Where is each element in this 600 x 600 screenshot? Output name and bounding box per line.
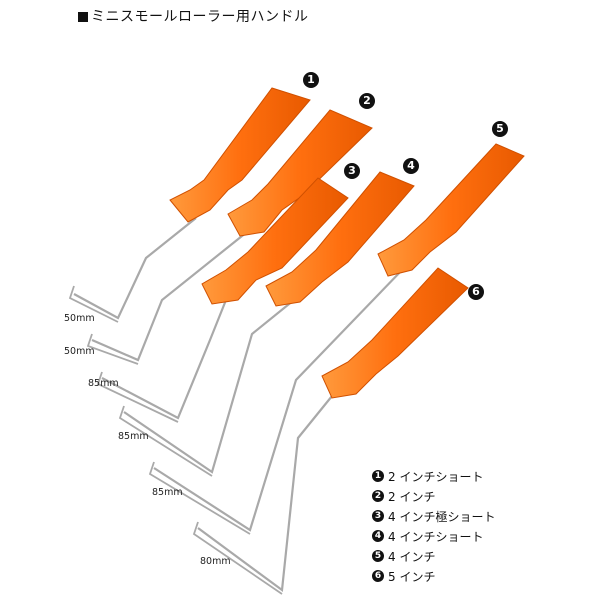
legend-number: 5 (372, 550, 384, 562)
legend-label: 5 インチ (388, 569, 436, 584)
legend-number: 3 (372, 510, 384, 522)
legend-number: 4 (372, 530, 384, 542)
legend-label: 4 インチショート (388, 529, 484, 544)
legend: 1 2 インチショート 2 2 インチ 3 4 インチ極ショート 4 4 インチ… (372, 466, 495, 586)
wire-3 (101, 299, 228, 420)
wire-5 (153, 267, 405, 532)
dimension-4: 85mm (118, 431, 149, 442)
dimension-5: 85mm (152, 487, 183, 498)
dimension-6: 80mm (200, 556, 231, 567)
grip-1 (169, 87, 311, 223)
grip-5 (377, 143, 525, 277)
legend-label: 4 インチ極ショート (388, 509, 496, 524)
legend-label: 2 インチ (388, 489, 436, 504)
title-square-icon (78, 12, 88, 22)
label-4: 4 (403, 158, 419, 174)
grip-4 (265, 171, 415, 307)
dimension-2: 50mm (64, 346, 95, 357)
legend-item: 3 4 インチ極ショート (372, 506, 495, 526)
title-text: ミニスモールローラー用ハンドル (91, 9, 309, 25)
handle-2 (86, 109, 373, 365)
figure-title: ミニスモールローラー用ハンドル (78, 6, 309, 26)
grip-3 (201, 177, 349, 305)
legend-item: 1 2 インチショート (372, 466, 495, 486)
wire-1 (73, 217, 197, 320)
legend-number: 6 (372, 570, 384, 582)
grip-2 (227, 109, 373, 237)
legend-item: 5 4 インチ (372, 546, 495, 566)
label-3: 3 (344, 163, 360, 179)
grip-6 (321, 267, 469, 399)
wire-4 (123, 299, 295, 474)
label-5: 5 (492, 121, 508, 137)
handle-4 (118, 171, 415, 477)
label-1: 1 (303, 72, 319, 88)
handle-6 (192, 267, 469, 595)
legend-item: 4 4 インチショート (372, 526, 495, 546)
dimension-1: 50mm (64, 313, 95, 324)
legend-number: 1 (372, 470, 384, 482)
legend-item: 6 5 インチ (372, 566, 495, 586)
label-2: 2 (359, 93, 375, 109)
handle-5 (148, 143, 525, 535)
legend-label: 4 インチ (388, 549, 436, 564)
wire-6 (197, 395, 333, 593)
legend-number: 2 (372, 490, 384, 502)
wire-2 (91, 227, 253, 362)
handle-3 (96, 177, 349, 423)
label-6: 6 (468, 284, 484, 300)
dimension-3: 85mm (88, 378, 119, 389)
handle-1 (68, 87, 311, 323)
legend-label: 2 インチショート (388, 469, 484, 484)
legend-item: 2 2 インチ (372, 486, 495, 506)
